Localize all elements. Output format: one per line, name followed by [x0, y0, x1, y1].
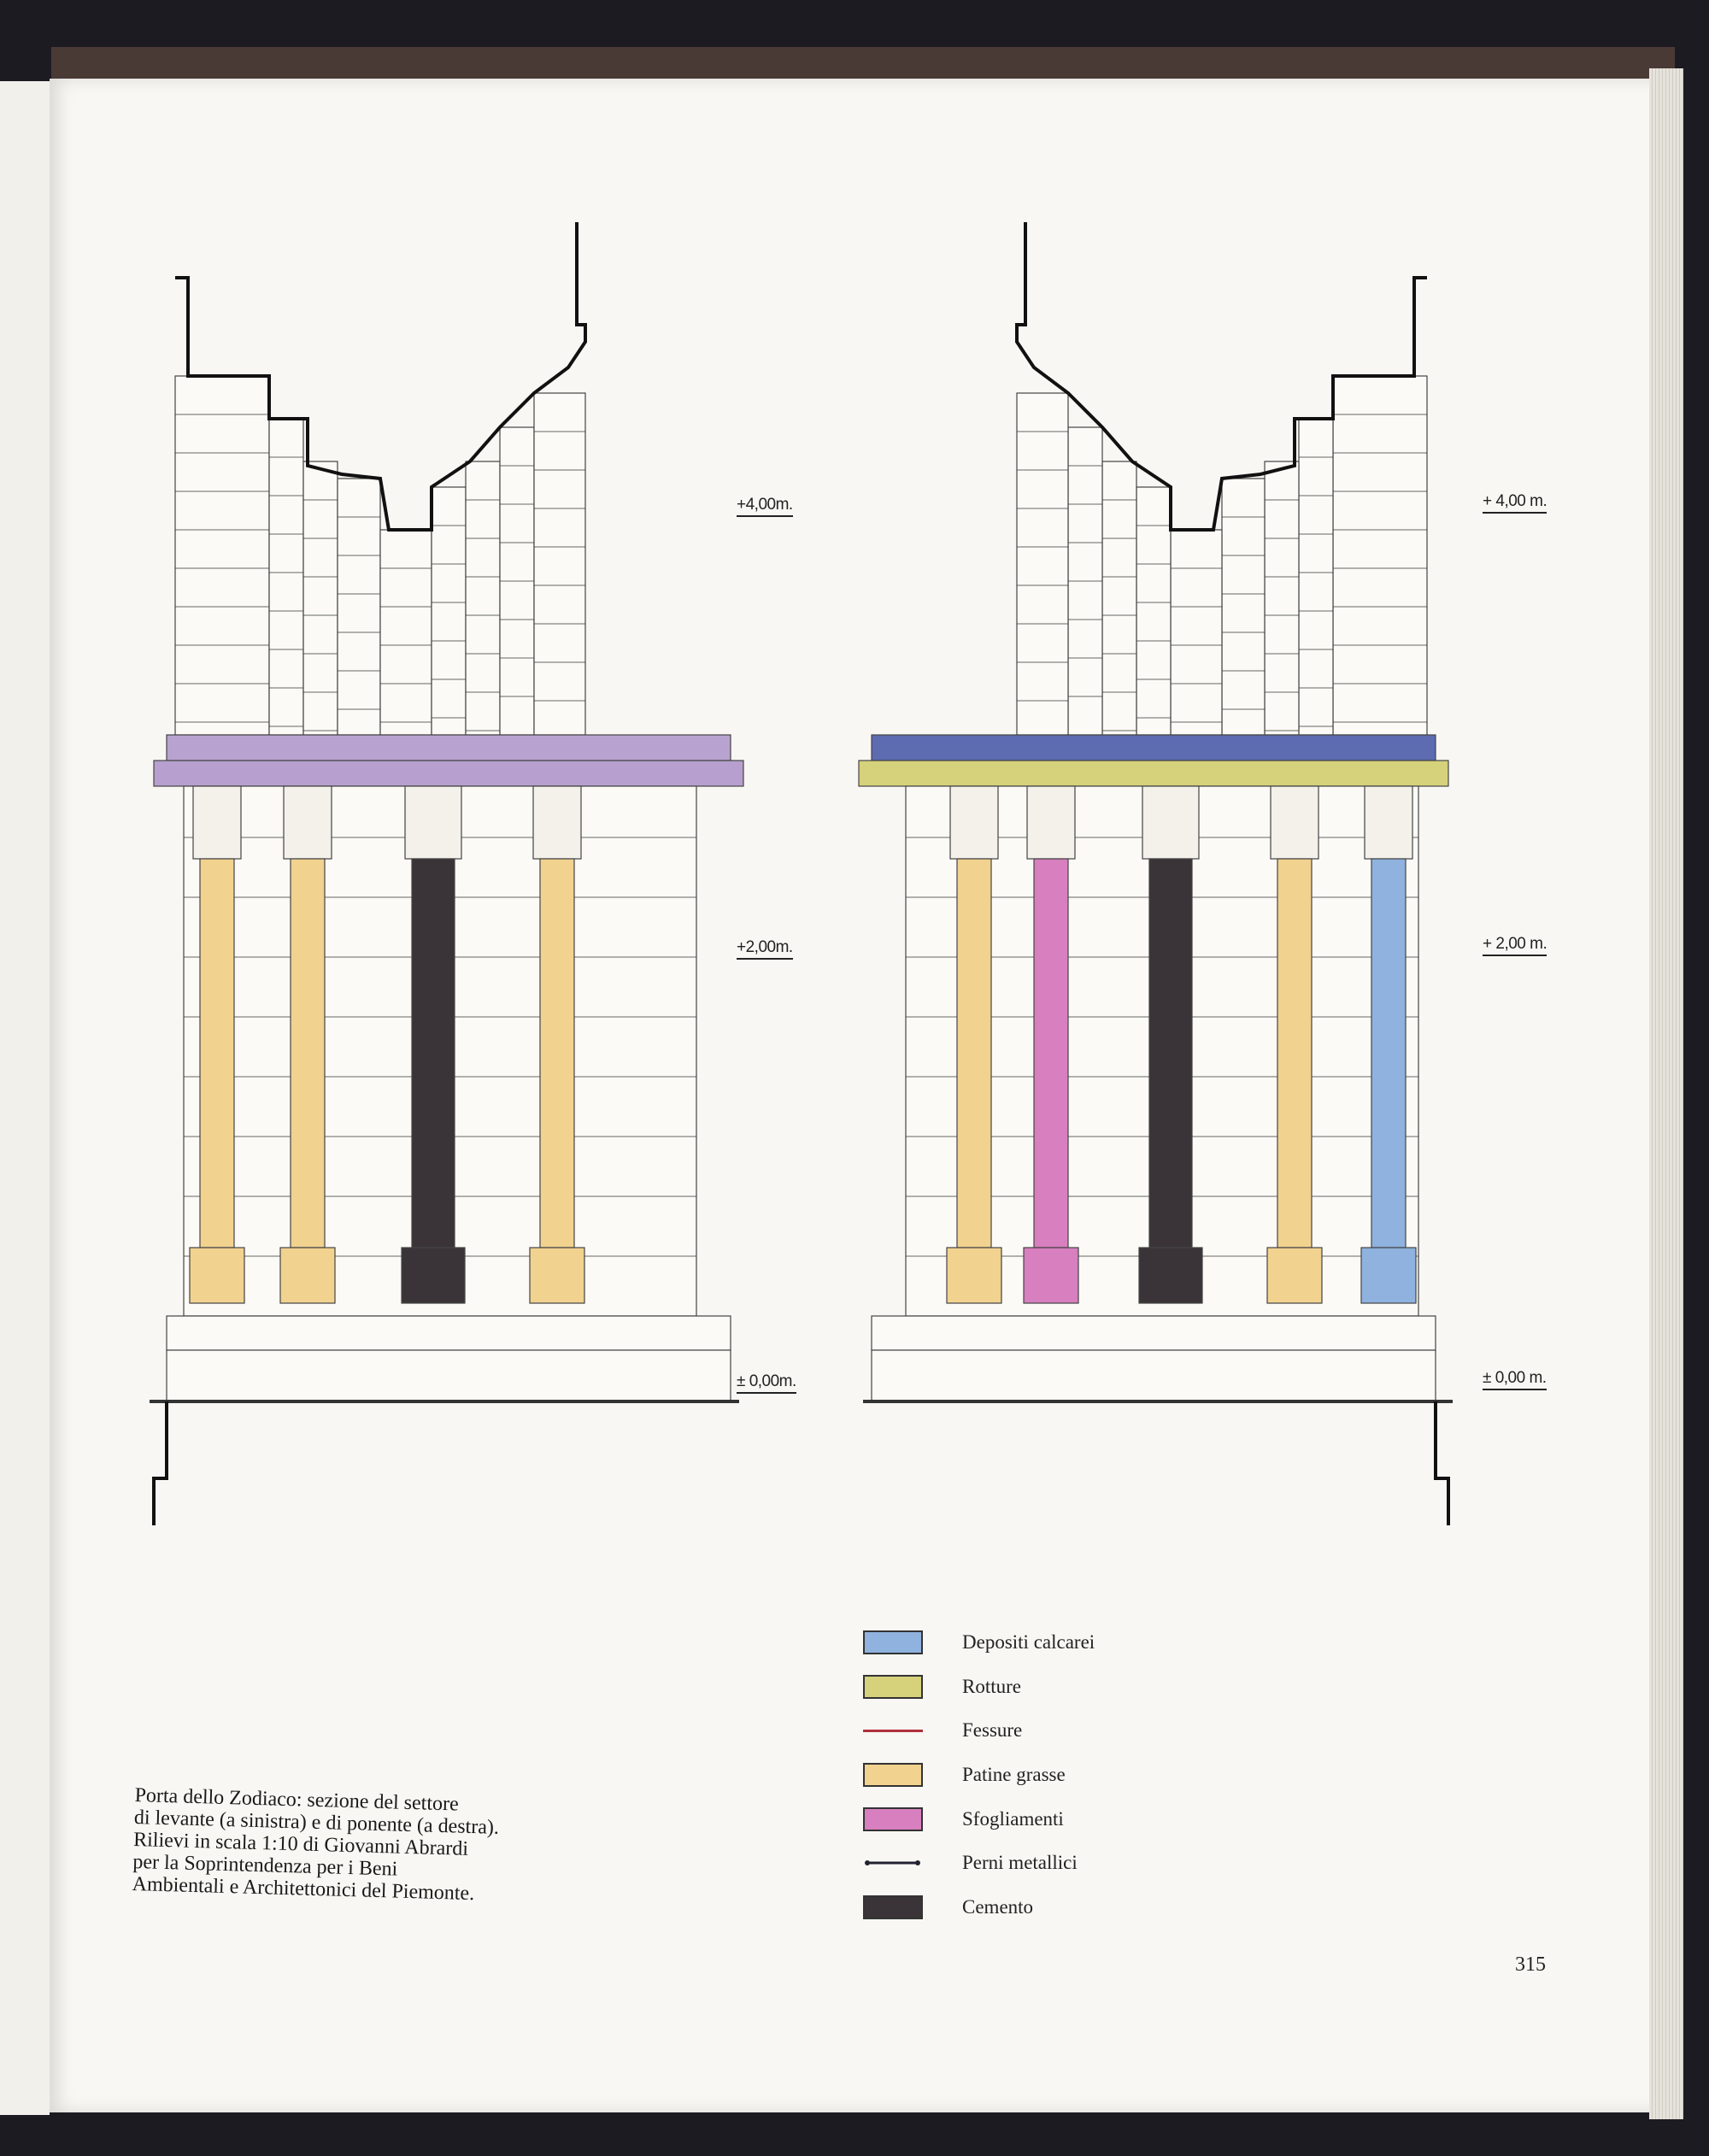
legend-label: Depositi calcarei [962, 1630, 1095, 1653]
column-base [529, 1247, 585, 1304]
wall-block [1016, 392, 1069, 736]
legend-line [863, 1729, 923, 1732]
wall-block [302, 461, 338, 736]
column-shaft [290, 858, 326, 1248]
legend-swatch [863, 1630, 923, 1654]
plinth-lower [871, 1349, 1436, 1402]
legend-swatch [863, 1806, 923, 1831]
column-base [1266, 1247, 1323, 1304]
column-shaft [1033, 858, 1069, 1248]
left-section-drawing [150, 222, 744, 1525]
wall-block [268, 418, 304, 736]
capital [192, 785, 242, 860]
section-profile [175, 222, 587, 532]
legend-item: Cemento [863, 1885, 1095, 1930]
level-label-2m-right: + 2,00 m. [1483, 935, 1547, 956]
architrave [858, 760, 1449, 787]
column-shaft [1277, 858, 1313, 1248]
legend-label: Rotture [962, 1675, 1021, 1697]
legend-item: Perni metallici [863, 1841, 1095, 1885]
wall-block [1101, 461, 1137, 736]
capital [1026, 785, 1076, 860]
legend-label: Cemento [962, 1895, 1034, 1918]
wall-block [1298, 418, 1334, 736]
capital [1364, 785, 1413, 860]
legend-label: Perni metallici [962, 1852, 1078, 1874]
wall-block [1264, 461, 1300, 736]
level-label-0m-left: ± 0,00m. [737, 1372, 796, 1394]
legend-item: Sfogliamenti [863, 1797, 1095, 1842]
column-shaft [199, 858, 235, 1248]
legend-item: Patine grasse [863, 1753, 1095, 1797]
legend-swatch [863, 1762, 923, 1787]
legend-item: Fessure [863, 1708, 1095, 1753]
capital [1270, 785, 1319, 860]
wall-block [1332, 375, 1428, 736]
capital [949, 785, 999, 860]
pin-icon [865, 1860, 920, 1866]
legend-label: Fessure [962, 1719, 1023, 1742]
level-label-2m-left: +2,00m. [737, 938, 793, 960]
section-profile [1015, 222, 1427, 532]
column-shaft [411, 858, 455, 1248]
wall-block [431, 486, 467, 736]
wall-block [1170, 529, 1223, 736]
plinth [166, 1315, 731, 1351]
column-base [401, 1247, 466, 1304]
column-base [946, 1247, 1002, 1304]
wall-block [533, 392, 586, 736]
plinth-lower [166, 1349, 731, 1402]
book-cover-edge [51, 47, 1675, 81]
page-stack-edge [1649, 68, 1683, 2119]
architrave [153, 760, 744, 787]
cornice [871, 734, 1436, 761]
steps-outline [152, 1401, 168, 1525]
previous-page-edge [0, 81, 50, 2115]
level-label-0m-right: ± 0,00 m. [1483, 1369, 1547, 1390]
wall-block [1136, 486, 1172, 736]
wall-block [465, 461, 501, 736]
capital [283, 785, 332, 860]
column-shaft [1148, 858, 1193, 1248]
legend-label: Sfogliamenti [962, 1807, 1064, 1830]
wall-block [337, 478, 381, 736]
level-label-4m-right: + 4,00 m. [1483, 492, 1547, 514]
legend-item: Rotture [863, 1665, 1095, 1709]
capital [404, 785, 462, 860]
steps-outline [1434, 1401, 1450, 1525]
column-shaft [956, 858, 992, 1248]
legend-swatch [863, 1895, 923, 1919]
legend: Depositi calcarei Rotture Fessure Patine… [863, 1620, 1095, 1930]
legend-item: Depositi calcarei [863, 1620, 1095, 1665]
capital [532, 785, 582, 860]
wall-block [379, 529, 432, 736]
column-shaft [1371, 858, 1407, 1248]
column-base [1360, 1247, 1417, 1304]
cornice [166, 734, 731, 761]
column-base [279, 1247, 336, 1304]
column-base [1138, 1247, 1203, 1304]
right-section-drawing [858, 222, 1453, 1525]
column-shaft [539, 858, 575, 1248]
column-base [1023, 1247, 1079, 1304]
figure-caption: Porta dello Zodiaco: sezione del settore… [132, 1784, 664, 1910]
page-number: 315 [1515, 1953, 1546, 1976]
legend-label: Patine grasse [962, 1763, 1066, 1785]
wall-block [1221, 478, 1266, 736]
plinth [871, 1315, 1436, 1351]
column-base [189, 1247, 245, 1304]
legend-swatch [863, 1674, 923, 1699]
capital [1142, 785, 1200, 860]
level-label-4m-left: +4,00m. [737, 496, 793, 517]
wall-block [174, 375, 270, 736]
